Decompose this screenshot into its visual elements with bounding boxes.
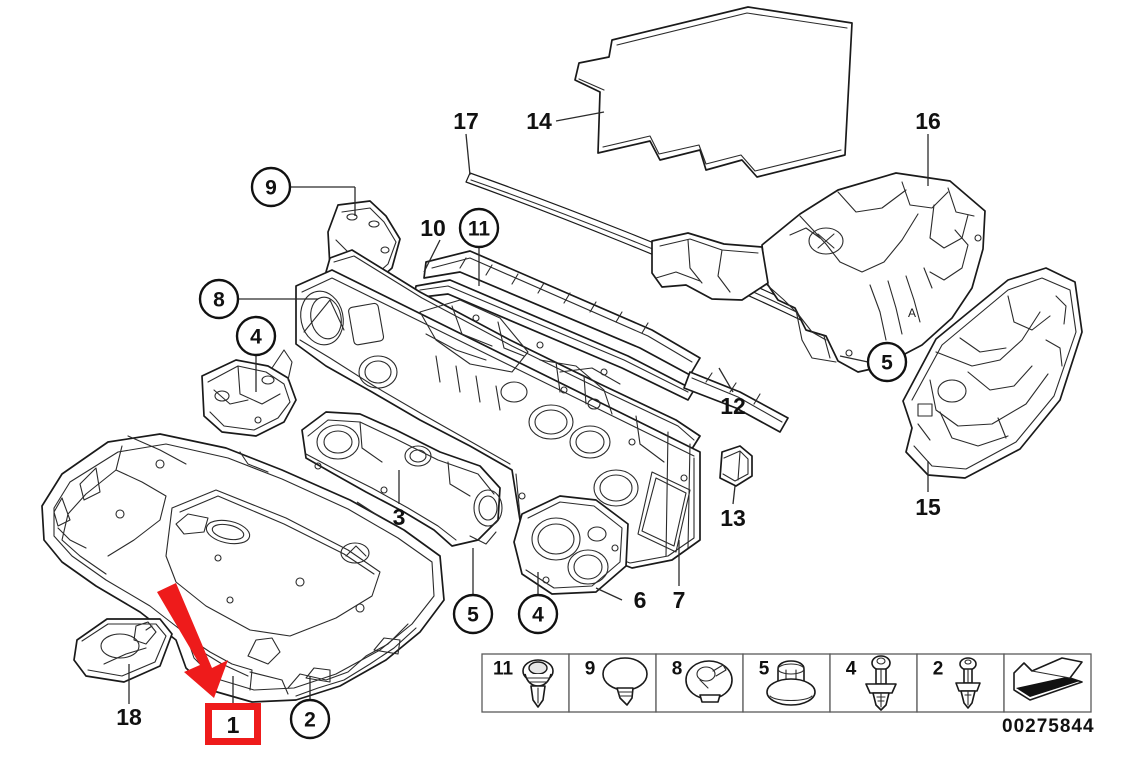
part-13-wedge-clip: [719, 445, 753, 487]
callout-label: 4: [532, 604, 544, 627]
callout-label: 11: [468, 218, 491, 241]
part-1-sound-insulation-panel: [41, 433, 445, 703]
leader-lines: [128, 111, 929, 704]
part-7-main-firewall-panel: [295, 249, 701, 569]
expanding-rivet-small-icon: [955, 657, 981, 709]
callout-3[interactable]: 3: [393, 504, 406, 530]
legend-cell-8[interactable]: 8: [655, 653, 744, 713]
callout-4-left[interactable]: 4: [235, 315, 277, 357]
callout-13[interactable]: 13: [720, 505, 746, 531]
part-6-lower-insulation: [513, 495, 629, 595]
callout-18[interactable]: 18: [116, 704, 142, 730]
svg-text:A: A: [908, 306, 916, 320]
dome-cap-clip-icon: [602, 657, 648, 706]
callout-10[interactable]: 10: [420, 215, 446, 241]
callout-5-bottom[interactable]: 5: [452, 593, 494, 635]
callout-1-highlighted[interactable]: 1: [205, 703, 261, 745]
flanged-spreader-plug-icon: [766, 660, 816, 706]
legend-number: 5: [759, 659, 770, 680]
part-4-left-bracket: [201, 349, 297, 437]
callout-label: 9: [265, 177, 277, 200]
legend-number: 11: [493, 659, 514, 680]
part-14-floor-insulation-sheet: [574, 6, 853, 178]
callout-7[interactable]: 7: [673, 587, 686, 613]
part-10-11-cowl-crossmember: [413, 250, 789, 433]
legend-number: 4: [846, 659, 857, 680]
diagram-id-number: 00275844: [1002, 716, 1095, 737]
part-16-tunnel-insulation: A: [761, 172, 986, 373]
legend-cell-9[interactable]: 9: [568, 653, 657, 713]
callout-8[interactable]: 8: [198, 278, 240, 320]
part-15-bulkhead-insulation: [902, 267, 1083, 479]
part-3-crossbeam: [301, 411, 503, 547]
callout-label: 1: [227, 712, 240, 738]
legend-cell-11[interactable]: 11: [481, 653, 570, 713]
part-16-front-extension: [651, 232, 769, 301]
legend-cell-2[interactable]: 2: [916, 653, 1005, 713]
legend-number: 8: [672, 659, 683, 680]
callout-11[interactable]: 11: [458, 207, 500, 249]
push-rivet-ribbed-head-icon: [522, 659, 554, 708]
legend-cell-diagram-id[interactable]: [1003, 653, 1092, 713]
legend-cell-4[interactable]: 4: [829, 653, 918, 713]
legend-number: 9: [585, 659, 596, 680]
callout-12[interactable]: 12: [720, 393, 746, 419]
legend-number: 2: [933, 659, 944, 680]
callout-label: 5: [467, 604, 479, 627]
callout-9[interactable]: 9: [250, 166, 292, 208]
callout-15[interactable]: 15: [915, 494, 941, 520]
callout-label: 5: [881, 352, 893, 375]
callout-label: 4: [250, 326, 262, 349]
callout-14[interactable]: 14: [526, 108, 552, 134]
callout-5-right[interactable]: 5: [866, 341, 908, 383]
panel-arrow-icon: [1013, 657, 1083, 701]
callout-label: 2: [304, 709, 316, 732]
round-grommet-plug-icon: [685, 660, 733, 703]
callout-label: 8: [213, 289, 225, 312]
expanding-rivet-large-icon: [865, 655, 897, 711]
highlight-arrow: [157, 583, 228, 698]
part-18-clip-bracket: [73, 618, 173, 683]
callout-6[interactable]: 6: [634, 587, 647, 613]
callout-17[interactable]: 17: [453, 108, 479, 134]
callout-4-bottom[interactable]: 4: [517, 593, 559, 635]
callout-16[interactable]: 16: [915, 108, 941, 134]
legend-cell-5[interactable]: 5: [742, 653, 831, 713]
callout-2[interactable]: 2: [289, 698, 331, 740]
